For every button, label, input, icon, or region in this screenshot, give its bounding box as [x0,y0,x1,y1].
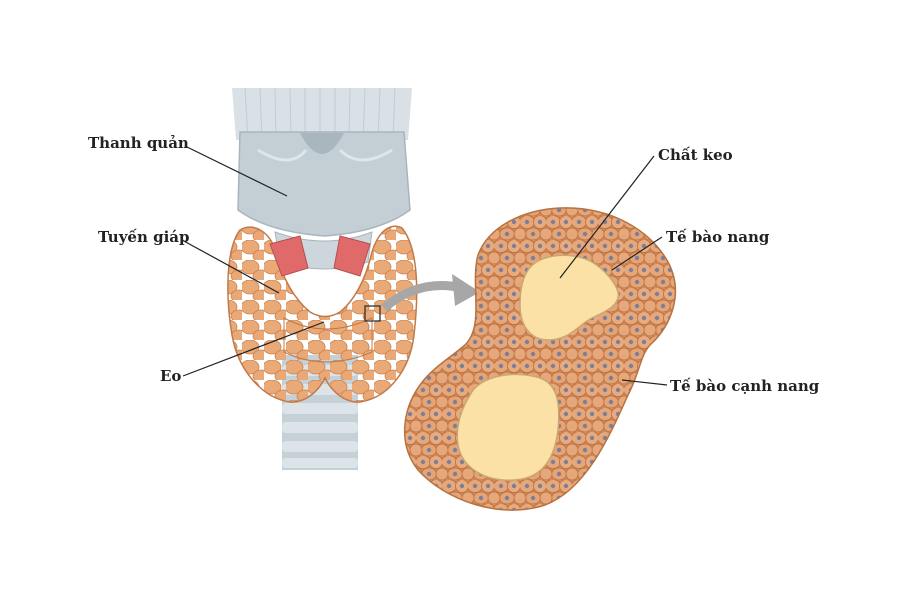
parathyroid-right [333,235,371,277]
leader-colloid [559,155,655,279]
label-isthmus: Eo [160,367,181,385]
label-thyroid-gland: Tuyến giáp [98,228,189,246]
follicle-tissue [404,207,677,511]
label-follicular-cells: Tế bào nang [666,228,770,246]
leader-parafollicular [621,379,668,386]
magnify-box [364,305,381,322]
label-colloid: Chất keo [658,146,733,164]
magnification-arrow [381,274,480,312]
leader-lines [181,145,668,386]
leader-follicular [611,236,663,271]
parathyroid-left [269,235,309,277]
upper-pharynx [232,88,412,140]
leader-thyroid [181,239,280,294]
leader-larynx [184,145,288,197]
colloid-lower [456,373,560,481]
label-larynx: Thanh quản [88,134,189,152]
thyroid-cartilage [237,131,411,237]
label-parafollicular-cells: Tế bào cạnh nang [670,377,820,395]
leader-isthmus [182,321,325,377]
colloid-upper [519,254,620,341]
